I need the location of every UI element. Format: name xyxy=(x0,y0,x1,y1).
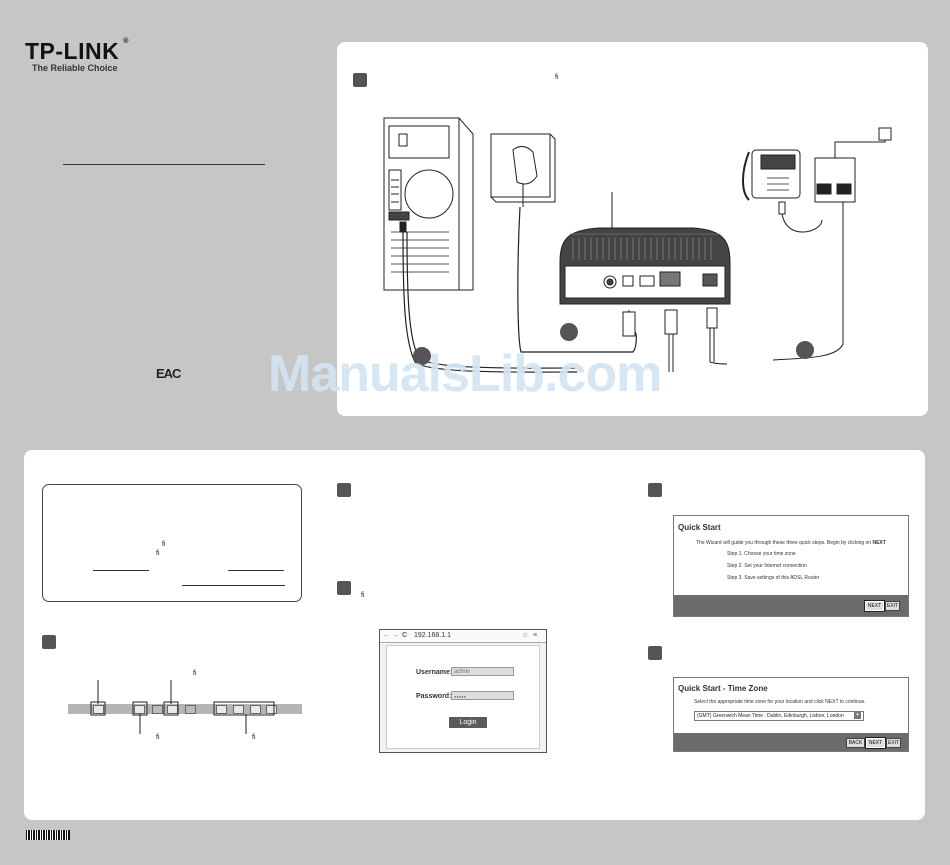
internet-led-icon xyxy=(152,705,163,714)
underline xyxy=(93,570,149,571)
ligature-text: ﬁ xyxy=(193,670,197,677)
adsl-plug-icon xyxy=(706,307,718,329)
quick-start-step-2: Step 2. Set your Internet connection xyxy=(727,563,807,569)
next-button[interactable]: NEXT xyxy=(865,737,886,749)
quick-start-intro: The Wizard will guide you through these … xyxy=(696,540,886,546)
ligature-text: ﬁ xyxy=(156,550,160,557)
star-icon[interactable]: ☆ xyxy=(522,632,529,639)
brand-logo: TP-LINK® The Reliable Choice xyxy=(25,38,129,73)
telephone-icon xyxy=(742,149,801,201)
reload-icon[interactable]: C xyxy=(402,632,408,639)
power-led-icon xyxy=(93,705,104,714)
adsl-led-icon xyxy=(134,705,145,714)
chevron-down-icon[interactable]: ▾ xyxy=(854,712,861,719)
registered-mark: ® xyxy=(123,38,129,45)
address-bar[interactable]: 192.168.1.1 xyxy=(414,632,451,639)
time-zone-select[interactable]: (GMT) Greenwich Mean Time : Dublin, Edin… xyxy=(694,711,864,721)
ligature-text: ﬁ xyxy=(361,592,365,599)
divider-line xyxy=(63,164,265,165)
back-arrow-icon[interactable]: ← xyxy=(383,632,390,639)
browser-toolbar: ← → C 192.168.1.1 ☆ ≡ xyxy=(380,630,546,643)
splitter-icon xyxy=(814,157,856,203)
router-icon xyxy=(559,227,731,305)
login-button[interactable]: Login xyxy=(449,717,487,728)
step-marker-login xyxy=(337,581,351,595)
power-outlet-icon xyxy=(490,133,556,207)
led-callouts xyxy=(90,680,275,734)
login-page: Username: admin Password: ●●●●● Login xyxy=(386,645,540,749)
quick-start-step-3: Step 3. Save settings of this ADSL Route… xyxy=(727,575,820,581)
power-cable xyxy=(517,206,637,353)
lan1-led-icon xyxy=(216,705,227,714)
ligature-text: ﬁ xyxy=(555,74,559,81)
step-marker-connect xyxy=(353,73,367,87)
barcode xyxy=(26,830,70,840)
next-button[interactable]: NEXT xyxy=(864,600,885,612)
connection-diagram xyxy=(383,117,892,373)
step-circle-1 xyxy=(413,347,431,365)
step-marker-quick-start xyxy=(648,483,662,497)
quick-start-screen: Quick Start The Wizard will guide you th… xyxy=(673,515,909,617)
step-circle-2 xyxy=(560,323,578,341)
exit-button[interactable]: EXIT xyxy=(885,601,900,611)
phone-jack-icon xyxy=(878,127,892,141)
time-zone-footer: BACK NEXT EXIT xyxy=(674,733,908,751)
forward-arrow-icon[interactable]: → xyxy=(392,632,399,639)
underline xyxy=(228,570,284,571)
underline xyxy=(182,585,285,586)
menu-icon[interactable]: ≡ xyxy=(533,632,538,639)
ligature-text: ﬁ xyxy=(162,541,166,548)
ligature-text: ﬁ xyxy=(252,734,256,741)
quick-start-title: Quick Start xyxy=(678,523,721,532)
ligature-text: ﬁ xyxy=(156,734,160,741)
username-input[interactable]: admin xyxy=(451,667,514,676)
browser-window: ← → C 192.168.1.1 ☆ ≡ Username: admin Pa… xyxy=(379,629,547,753)
brand-name: TP-LINK xyxy=(25,38,120,64)
quick-start-step-1: Step 1. Choose your time zone xyxy=(727,551,796,557)
password-input[interactable]: ●●●●● xyxy=(451,691,514,700)
eac-mark: EAC xyxy=(156,366,181,381)
back-button[interactable]: BACK xyxy=(846,738,865,748)
step-marker-time-zone xyxy=(648,646,662,660)
quick-start-footer: NEXT EXIT xyxy=(674,595,908,616)
usb-led-icon xyxy=(185,705,196,714)
info-box xyxy=(42,484,302,602)
time-zone-screen: Quick Start - Time Zone Select the appro… xyxy=(673,677,909,752)
lan2-led-icon xyxy=(233,705,244,714)
password-label: Password: xyxy=(416,693,452,700)
ethernet-plug-icon xyxy=(622,311,636,337)
step-marker-leds xyxy=(42,635,56,649)
time-zone-title: Quick Start - Time Zone xyxy=(678,684,768,693)
username-label: Username: xyxy=(416,669,453,676)
ethernet-cable xyxy=(402,231,578,373)
time-zone-text: Select the appropriate time zone for you… xyxy=(694,699,866,705)
step-circle-3 xyxy=(796,341,814,359)
lan3-led-icon xyxy=(250,705,261,714)
step-marker-browser xyxy=(337,483,351,497)
ethernet-plug-icon-2 xyxy=(664,309,678,335)
brand-tagline: The Reliable Choice xyxy=(32,63,118,73)
watermark: ManualsLib.com xyxy=(268,345,662,403)
computer-tower-icon xyxy=(383,117,474,291)
lan4-led-icon xyxy=(266,705,277,714)
exit-button[interactable]: EXIT xyxy=(886,738,901,748)
